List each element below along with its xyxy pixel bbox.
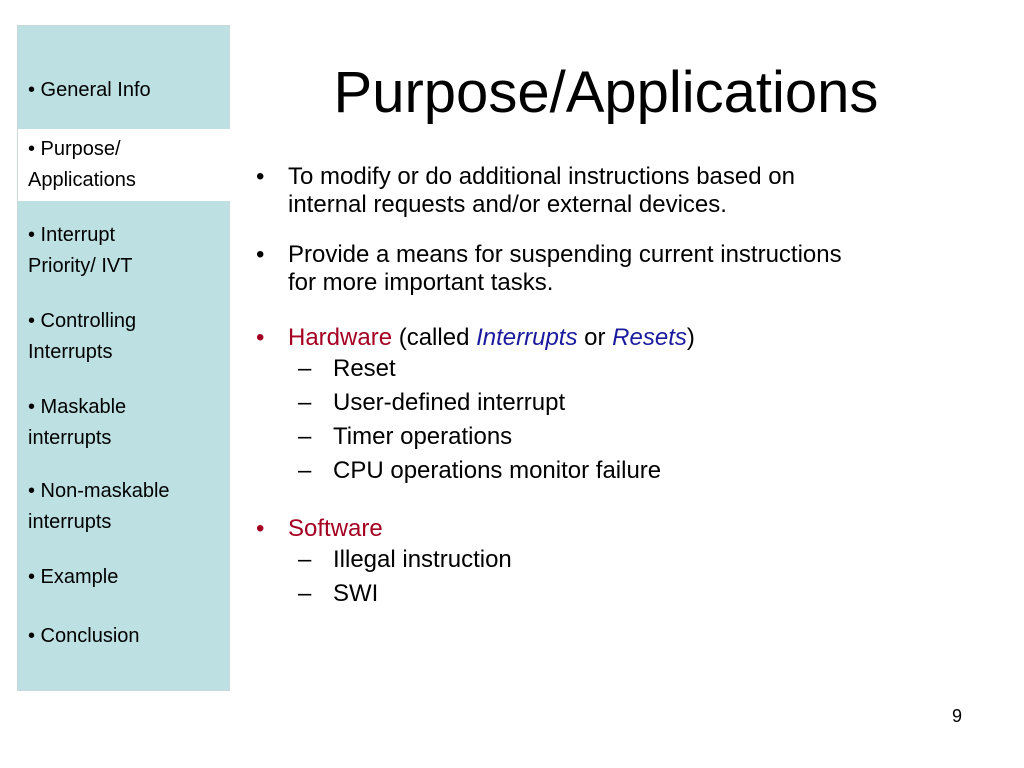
sidebar-item-maskable-interrupts[interactable]: • Maskable interrupts: [28, 392, 224, 454]
sub-item: – CPU operations monitor failure: [252, 454, 972, 488]
bullet-mark: •: [256, 515, 265, 542]
sidebar-item-example[interactable]: • Example: [28, 562, 224, 593]
dash-mark: –: [298, 355, 312, 382]
hardware-pre: (called: [392, 324, 477, 351]
dash-mark: –: [298, 389, 312, 416]
sub-item: – User-defined interrupt: [252, 386, 972, 420]
sidebar-item-label: • General Info: [28, 79, 151, 101]
sub-item: – Reset: [252, 352, 972, 386]
sub-item: – SWI: [252, 577, 972, 611]
sidebar-item-label: • Conclusion: [28, 625, 140, 647]
sidebar-nav: • General Info • Purpose/ Applications •…: [17, 25, 231, 691]
sub-item-text: CPU operations monitor failure: [333, 457, 662, 484]
hardware-label: Hardware: [288, 324, 393, 351]
bullet-mark: •: [256, 241, 265, 268]
sub-item-text: Timer operations: [333, 423, 513, 450]
bullet-item-software: • Software: [252, 515, 972, 543]
bullet-text-line: for more important tasks.: [288, 269, 554, 296]
hardware-or: or: [577, 324, 613, 351]
sidebar-item-label: • Controlling: [28, 310, 137, 332]
bullet-item: • Provide a means for suspending current…: [252, 241, 972, 297]
dash-mark: –: [298, 546, 312, 573]
sidebar-item-label: • Interrupt: [28, 224, 116, 246]
sidebar-item-controlling-interrupts[interactable]: • Controlling Interrupts: [28, 306, 224, 368]
sidebar-item-label: • Example: [28, 566, 119, 588]
hardware-close: ): [686, 324, 695, 351]
interrupts-term: Interrupts: [476, 324, 578, 351]
bullet-item-hardware: • Hardware (called Interrupts or Resets): [252, 324, 972, 352]
resets-term: Resets: [612, 324, 687, 351]
sidebar-item-label: Interrupts: [28, 341, 113, 363]
sub-item-text: SWI: [333, 580, 379, 607]
sub-item: – Timer operations: [252, 420, 972, 454]
sub-item-text: Reset: [333, 355, 396, 382]
sub-item-text: Illegal instruction: [333, 546, 512, 573]
sidebar-item-non-maskable-interrupts[interactable]: • Non-maskable interrupts: [28, 476, 224, 538]
sidebar-item-label: interrupts: [28, 511, 112, 533]
sidebar-item-conclusion[interactable]: • Conclusion: [28, 621, 224, 652]
dash-mark: –: [298, 423, 312, 450]
sub-item-text: User-defined interrupt: [333, 389, 566, 416]
sidebar-item-label: Priority/ IVT: [28, 255, 133, 277]
software-label: Software: [288, 515, 383, 542]
bullet-item: • To modify or do additional instruction…: [252, 163, 972, 219]
sidebar-item-interrupt-priority[interactable]: • Interrupt Priority/ IVT: [28, 220, 224, 282]
bullet-text-line: To modify or do additional instructions …: [288, 163, 795, 190]
sidebar-item-label: • Purpose/: [28, 138, 121, 160]
active-nav-highlight: [18, 129, 231, 201]
slide-content: • To modify or do additional instruction…: [252, 163, 972, 611]
page-number: 9: [951, 706, 962, 726]
sidebar-item-purpose-applications[interactable]: • Purpose/ Applications: [28, 134, 224, 196]
sidebar-item-general-info[interactable]: • General Info: [28, 75, 224, 106]
sub-item: – Illegal instruction: [252, 543, 972, 577]
dash-mark: –: [298, 457, 312, 484]
bullet-text-line: Provide a means for suspending current i…: [288, 241, 842, 268]
sidebar-item-label: Applications: [28, 169, 136, 191]
bullet-mark: •: [256, 163, 265, 190]
bullet-mark: •: [256, 324, 265, 351]
bullet-text-line: internal requests and/or external device…: [288, 191, 727, 218]
dash-mark: –: [298, 580, 312, 607]
sidebar-item-label: interrupts: [28, 427, 112, 449]
sidebar-item-label: • Non-maskable: [28, 480, 170, 502]
sidebar-item-label: • Maskable: [28, 396, 127, 418]
slide-title: Purpose/Applications: [333, 60, 879, 125]
